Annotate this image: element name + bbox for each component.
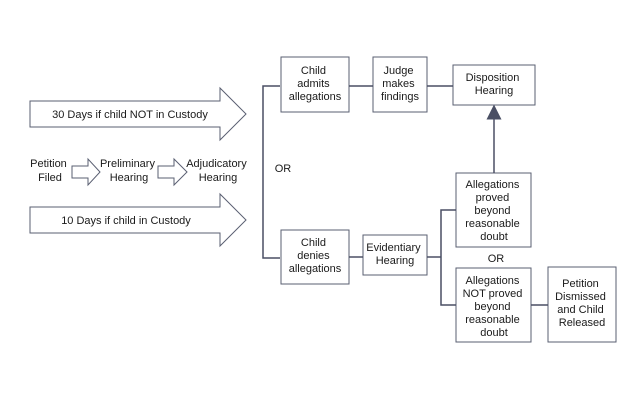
child-admits-box — [280, 56, 350, 113]
petition-to-preliminary-arrow — [71, 157, 101, 187]
evidentiary-hearing-box — [362, 234, 428, 276]
petition-filed-label: Petition Filed — [30, 158, 70, 184]
evidentiary-hearing-label: Evidentiary Hearing — [366, 242, 423, 267]
or-bracket-connector — [262, 85, 280, 259]
disposition-hearing-box — [452, 64, 536, 106]
not-in-custody-arrow — [29, 86, 247, 142]
child-admits-label: Child admits allegations — [289, 65, 342, 103]
allegations-not-proved-box — [455, 267, 532, 343]
allegations-proved-label: Allegations proved beyond reasonable dou… — [465, 179, 523, 243]
child-denies-box — [280, 229, 350, 285]
branch-or-label: OR — [488, 253, 505, 265]
judge-findings-box — [372, 56, 428, 113]
main-or-label: OR — [275, 163, 292, 175]
in-custody-arrow — [29, 192, 247, 248]
preliminary-to-adjudicatory-arrow — [157, 157, 188, 187]
adjudicatory-hearing-label: Adjudicatory Hearing — [186, 158, 250, 184]
judge-findings-label: Judge makes findings — [381, 65, 419, 103]
evidentiary-branch-bracket — [440, 209, 456, 306]
not-in-custody-label: 30 Days if child NOT in Custody — [52, 109, 208, 121]
petition-dismissed-box — [547, 266, 617, 343]
in-custody-label: 10 Days if child in Custody — [61, 215, 191, 227]
allegations-not-proved-label: Allegations NOT proved beyond reasonable… — [463, 275, 526, 339]
disposition-hearing-label: Disposition Hearing — [466, 72, 523, 97]
petition-dismissed-label: Petition Dismissed and Child Released — [555, 278, 609, 329]
preliminary-hearing-label: Preliminary Hearing — [100, 158, 158, 184]
child-denies-label: Child denies allegations — [289, 237, 342, 275]
allegations-proved-box — [455, 172, 532, 248]
